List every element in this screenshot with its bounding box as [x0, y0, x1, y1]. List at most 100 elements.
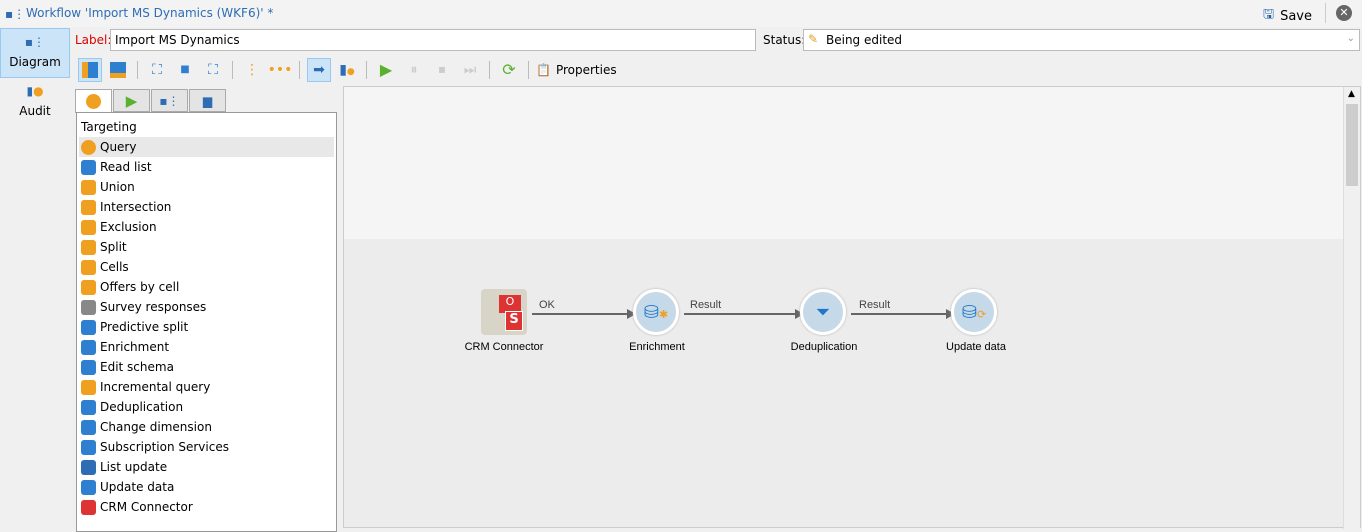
- tab-targeting[interactable]: [75, 89, 112, 113]
- transition-button[interactable]: ➡: [307, 57, 331, 82]
- palette-item-intersection[interactable]: Intersection: [79, 197, 334, 217]
- update-data-node[interactable]: ⛁⟳: [951, 289, 997, 335]
- palette-item-label: Offers by cell: [100, 280, 180, 294]
- palette-item-label: Enrichment: [100, 340, 170, 354]
- palette-item-label: Deduplication: [100, 400, 184, 414]
- scroll-up-icon[interactable]: ▲: [1348, 89, 1355, 99]
- palette-item-query[interactable]: Query: [79, 137, 334, 157]
- close-icon[interactable]: ✕: [1336, 5, 1352, 21]
- vertical-dots-icon: ⋮: [245, 61, 259, 78]
- crm-logo-icon: S: [505, 311, 523, 331]
- horizontal-layout-button[interactable]: [106, 58, 130, 82]
- palette-item-label: Split: [100, 240, 127, 254]
- palette-item-incremental-query[interactable]: Incremental query: [79, 377, 334, 397]
- palette-item-label: Subscription Services: [100, 440, 229, 454]
- palette-item-enrichment[interactable]: Enrichment: [79, 337, 334, 357]
- exclusion-icon: [81, 219, 96, 235]
- window-title: Workflow 'Import MS Dynamics (WKF6)' *: [26, 6, 274, 20]
- tab-events[interactable]: ▆: [189, 89, 226, 112]
- vertical-layout-button[interactable]: [78, 57, 102, 82]
- audit-button[interactable]: ▮●: [335, 58, 359, 82]
- left-nav: ▪⋮Diagram ▮●Audit: [0, 28, 70, 528]
- title-bar: ▪⋮ Workflow 'Import MS Dynamics (WKF6)' …: [0, 0, 1362, 27]
- palette-item-label: Exclusion: [100, 220, 157, 234]
- crm-connector-node[interactable]: O S: [481, 289, 527, 335]
- edge-line[interactable]: [851, 313, 947, 315]
- tab-actions[interactable]: ▪⋮: [151, 89, 188, 112]
- chevron-down-icon[interactable]: ⌄: [1346, 33, 1355, 44]
- diagram-canvas[interactable]: ▲ OK Result Result O S CRM Connector ⛁✱ …: [343, 86, 1361, 529]
- floppy-icon: 🖫: [1263, 7, 1275, 22]
- arrow-head-icon: [946, 309, 955, 319]
- tab-flow-control[interactable]: ▶: [113, 89, 150, 112]
- palette-item-label: Survey responses: [100, 300, 207, 314]
- deduplication-icon: [81, 399, 96, 415]
- arrow-head-icon: [795, 309, 804, 319]
- palette-item-split[interactable]: Split: [79, 237, 334, 257]
- palette-tabs: ▶ ▪⋮ ▆: [75, 89, 227, 113]
- zoom-normal-icon: ■: [180, 64, 190, 75]
- predictive-split-icon: [81, 319, 96, 335]
- palette-item-label: Predictive split: [100, 320, 189, 334]
- align-horizontal-button[interactable]: •••: [268, 58, 293, 82]
- palette-item-label: Query: [100, 140, 137, 154]
- divider: [366, 60, 367, 79]
- vertical-scrollbar[interactable]: ▲: [1343, 87, 1360, 529]
- deduplication-node[interactable]: ⏷: [800, 289, 846, 335]
- palette-item-label: Edit schema: [100, 360, 174, 374]
- save-button[interactable]: 🖫Save: [1263, 5, 1312, 27]
- audit-icon: ▮●: [26, 84, 44, 98]
- crm-logo-icon: O: [499, 295, 521, 313]
- intersection-icon: [81, 199, 96, 215]
- palette-item-deduplication[interactable]: Deduplication: [79, 397, 334, 417]
- palette-item-list-update[interactable]: List update: [79, 457, 334, 477]
- pause-button[interactable]: ⏸: [402, 58, 426, 82]
- refresh-button[interactable]: ⟳: [497, 58, 521, 82]
- palette-item-cells[interactable]: Cells: [79, 257, 334, 277]
- inbox-icon: ▆: [202, 93, 213, 108]
- label-input[interactable]: Import MS Dynamics: [110, 29, 756, 51]
- align-vertical-button[interactable]: ⋮: [240, 58, 264, 82]
- zoom-fit-icon: ⛶: [152, 61, 162, 78]
- scroll-thumb[interactable]: [1346, 104, 1358, 186]
- palette-item-label: Intersection: [100, 200, 172, 214]
- zoom-max-button[interactable]: ⛶: [201, 58, 225, 82]
- pause-icon: ⏸: [410, 61, 418, 78]
- edge-line[interactable]: [532, 313, 628, 315]
- palette-item-crm-connector[interactable]: CRM Connector: [79, 497, 334, 517]
- palette-item-read-list[interactable]: Read list: [79, 157, 334, 177]
- start-button[interactable]: ▶: [374, 58, 398, 82]
- canvas-header-area: [344, 87, 1344, 239]
- list-update-icon: [81, 459, 96, 475]
- palette-item-offers-by-cell[interactable]: Offers by cell: [79, 277, 334, 297]
- palette-item-predictive-split[interactable]: Predictive split: [79, 317, 334, 337]
- palette-item-edit-schema[interactable]: Edit schema: [79, 357, 334, 377]
- palette-item-change-dimension[interactable]: Change dimension: [79, 417, 334, 437]
- nav-audit[interactable]: ▮●Audit: [0, 78, 70, 128]
- update-data-icon: [81, 479, 96, 495]
- nav-diagram[interactable]: ▪⋮Diagram: [0, 28, 70, 78]
- edge-line[interactable]: [684, 313, 796, 315]
- vertical-layout-icon: [82, 61, 98, 78]
- node-label: Update data: [946, 341, 1006, 353]
- zoom-normal-button[interactable]: ■: [173, 58, 197, 82]
- zoom-fit-button[interactable]: ⛶: [145, 58, 169, 82]
- enrichment-node[interactable]: ⛁✱: [633, 289, 679, 335]
- toolbar: ⛶ ■ ⛶ ⋮ ••• ➡ ▮● ▶ ⏸ ⏹ ⏭ ⟳ 📋Properties: [76, 56, 1360, 83]
- palette-item-survey-responses[interactable]: Survey responses: [79, 297, 334, 317]
- palette-item-label: CRM Connector: [100, 500, 193, 514]
- palette-item-subscription-services[interactable]: Subscription Services: [79, 437, 334, 457]
- stop-button[interactable]: ⏹: [430, 58, 454, 82]
- workflow-icon: ▪⋮: [5, 7, 26, 21]
- offers-by-cell-icon: [81, 279, 96, 295]
- divider: [232, 60, 233, 79]
- edit-schema-icon: [81, 359, 96, 375]
- palette-item-union[interactable]: Union: [79, 177, 334, 197]
- status-select[interactable]: ✎ Being edited ⌄: [803, 29, 1360, 51]
- palette-item-exclusion[interactable]: Exclusion: [79, 217, 334, 237]
- properties-button[interactable]: 📋Properties: [536, 63, 617, 77]
- step-button[interactable]: ⏭: [458, 58, 482, 82]
- divider: [1325, 3, 1326, 23]
- palette-item-update-data[interactable]: Update data: [79, 477, 334, 497]
